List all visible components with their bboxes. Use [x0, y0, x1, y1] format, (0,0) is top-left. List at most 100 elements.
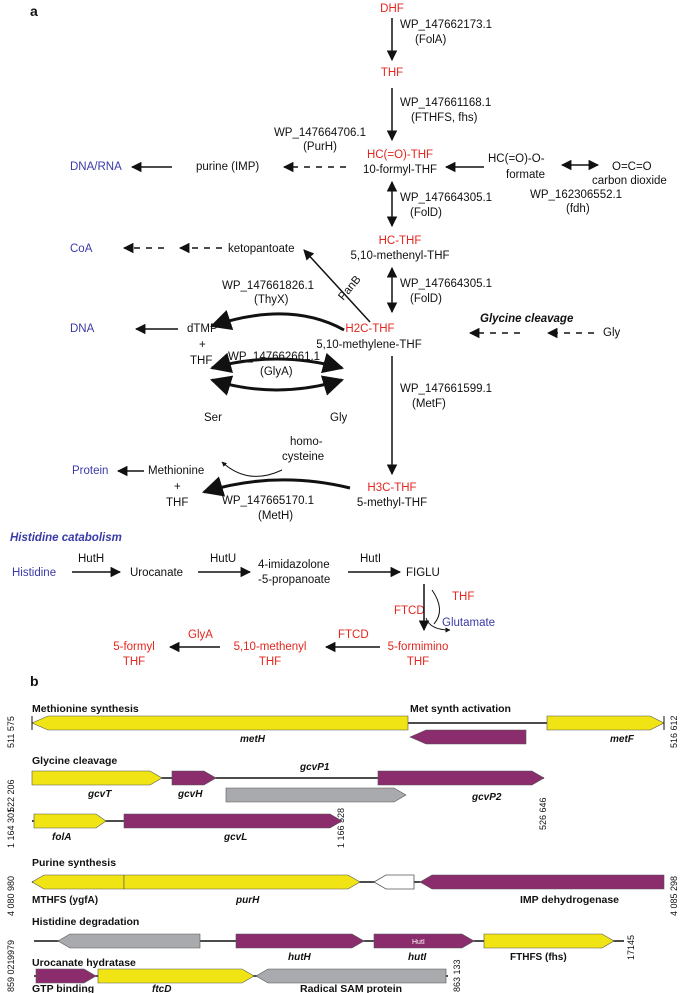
glya-his-label: GlyA — [188, 629, 213, 641]
gene-label-fhs: FTHFS (fhs) — [510, 952, 567, 963]
huti-label: HutI — [360, 553, 381, 565]
cluster-end-coord: 863 133 — [452, 959, 462, 992]
h3c-thf-label: H3C-THF — [367, 482, 416, 494]
protein-label: Protein — [72, 465, 108, 477]
cluster-title-met-activation: Met synth activation — [410, 703, 511, 715]
arrow-methylene-ketopantoate — [303, 249, 371, 323]
gene-arrow-purh — [123, 874, 361, 890]
fola-name: (FolA) — [415, 34, 446, 46]
gene-label-gtp: GTP binding — [32, 983, 94, 993]
cluster-end-coord: 4 085 298 — [669, 876, 679, 916]
cluster-start-coord: 511 575 — [6, 716, 16, 748]
methenyl-thf-label: 5,10-methenyl-THF — [350, 250, 449, 262]
gene-arrow-meth — [31, 715, 409, 731]
homocysteine-line1: homo- — [290, 436, 323, 448]
thf3-label: THF — [166, 497, 188, 509]
histidine-title: Histidine catabolism — [10, 532, 122, 544]
his-formyl-line1: 5-formyl — [113, 641, 155, 653]
purh-name: (PurH) — [303, 141, 337, 153]
gene-label-meth: metH — [240, 734, 266, 745]
cluster-start-coord: 522 206 — [6, 779, 16, 812]
gene-label-mthfs: MTHFS (ygfA) — [32, 895, 98, 906]
formate-line1: HC(=O)-O- — [488, 153, 545, 165]
gene-arrow-ftcd — [97, 968, 255, 984]
purh-id: WP_147664706.1 — [274, 127, 366, 139]
formyl-thf-label: 10-formyl-THF — [363, 164, 437, 176]
huth-label: HutH — [78, 553, 104, 565]
methionine-label: Methionine — [148, 465, 204, 477]
cluster-start-coord: 859 021 — [6, 959, 16, 992]
dna-rna-label: DNA/RNA — [70, 161, 122, 173]
fold-name-1: (FolD) — [410, 207, 442, 219]
gene-arrow-radical-sam — [255, 968, 447, 984]
arc-glutamate-out — [425, 617, 451, 633]
histidine-label: Histidine — [12, 567, 56, 579]
ketopantoate-label: ketopantoate — [228, 243, 295, 255]
gene-arrow-fola — [33, 813, 107, 829]
his-methenyl-line1: 5,10-methenyl — [234, 641, 307, 653]
hco-thf-label: HC(=O)-THF — [367, 149, 433, 161]
arc-glya-top — [209, 352, 345, 374]
panb-label: PanB — [336, 273, 363, 303]
gene-label-gcvl: gcvL — [223, 832, 247, 843]
ftcd-label-1: FTCD — [394, 605, 425, 617]
cluster-end-coord: 17145 — [626, 935, 636, 960]
gene-label-huth: hutH — [288, 952, 312, 963]
imidazolone-line2: -5-propanoate — [258, 574, 330, 586]
fthfs-id: WP_147661168.1 — [400, 97, 491, 109]
gene-arrow-gcvh — [171, 770, 217, 786]
cluster-title-methionine: Methionine synthesis — [32, 703, 139, 715]
glya-name: (GlyA) — [260, 366, 293, 378]
cluster-end-coord: 526 646 — [538, 797, 548, 830]
gene-arrow-mthfs — [31, 874, 125, 890]
fold-name-2: (FolD) — [410, 293, 442, 305]
arc-meth — [201, 476, 351, 497]
gene-label-ftcd: ftcD — [152, 984, 171, 993]
cluster-start-coord: 9979 — [6, 940, 16, 960]
gene-arrow-gtp — [35, 968, 97, 984]
fold-id-2: WP_147664305.1 — [400, 278, 492, 290]
gene-label-gcvp2: gcvP2 — [471, 792, 502, 803]
gene-arrow-activation — [409, 729, 527, 745]
gene-arrow-huth — [235, 933, 365, 949]
thf-label: THF — [381, 67, 403, 79]
gene-label-gcvt: gcvT — [87, 789, 112, 800]
metf-name: (MetF) — [412, 398, 446, 410]
fthfs-name: (FTHFS, fhs) — [411, 112, 478, 124]
cluster-start-coord: 4 080 980 — [6, 876, 16, 916]
hutu-label: HutU — [210, 553, 236, 565]
cluster-end-coord: 516 612 — [669, 715, 679, 748]
gene-label-imp: IMP dehydrogenase — [520, 894, 619, 906]
glycine-cleavage-label: Glycine cleavage — [480, 313, 574, 325]
his-thf-label: THF — [452, 591, 474, 603]
purine-label: purine (IMP) — [196, 161, 259, 173]
gene-label-radical-sam: Radical SAM protein — [300, 983, 402, 993]
urocanate-label: Urocanate — [130, 567, 183, 579]
plus-2: + — [174, 481, 181, 493]
dna-label: DNA — [70, 323, 95, 335]
ser-label: Ser — [204, 412, 222, 424]
arc-glya-bottom — [209, 375, 345, 396]
figlu-label: FIGLU — [406, 567, 440, 579]
formimino-line2: THF — [407, 656, 429, 668]
plus-1: + — [199, 339, 206, 351]
gene-label-gcvh: gcvH — [177, 789, 203, 800]
meth-name: (MetH) — [258, 510, 293, 522]
gene-label-purh: purH — [235, 895, 260, 906]
gene-label-gcvp1: gcvP1 — [299, 762, 330, 773]
ftcd-label-2: FTCD — [338, 629, 369, 641]
cluster-title-urocanate: Urocanate hydratase — [32, 957, 136, 969]
imidazolone-line1: 4-imidazolone — [258, 559, 330, 571]
metf-id: WP_147661599.1 — [400, 383, 492, 395]
fdh-name: (fdh) — [566, 203, 590, 215]
gene-inner-label-huti: HutI — [412, 939, 425, 946]
fola-id: WP_147662173.1 — [400, 19, 492, 31]
gly-label: Gly — [330, 412, 348, 424]
cluster-title-histidine: Histidine degradation — [32, 916, 139, 928]
methylene-thf-label: 5,10-methylene-THF — [316, 339, 421, 351]
gene-arrow-gcvp1 — [225, 787, 407, 803]
gene-arrow-gcvl — [123, 813, 343, 829]
formate-line2: formate — [506, 169, 545, 181]
co2-name: carbon dioxide — [592, 175, 667, 187]
